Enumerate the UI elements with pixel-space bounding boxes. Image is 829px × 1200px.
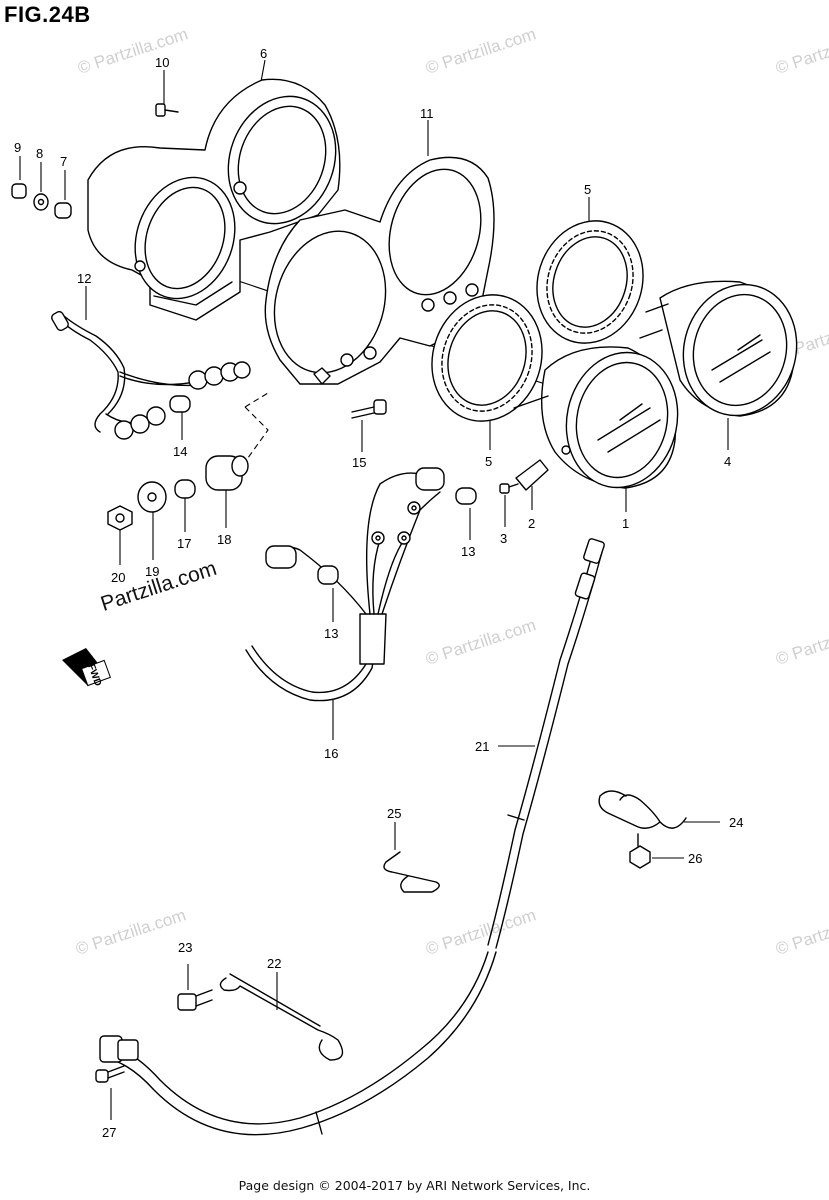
watermark: © Partzilla.com — [423, 905, 538, 958]
callout-16: 16 — [324, 746, 338, 761]
callout-3: 3 — [500, 531, 507, 546]
meter-case-upper — [87, 78, 341, 321]
callout-6: 6 — [260, 46, 267, 61]
callout-18: 18 — [217, 532, 231, 547]
bolt-part-23 — [177, 989, 213, 1011]
callout-21: 21 — [475, 739, 489, 754]
watermark: © Partzilla.com — [773, 24, 829, 77]
meter-ring-left — [431, 294, 543, 422]
callout-17: 17 — [177, 536, 191, 551]
fwd-arrow: FWD — [62, 648, 111, 688]
nut-part-20 — [107, 505, 133, 531]
speedometer-cable-part-21 — [99, 538, 605, 1136]
watermark: © Partzilla.com — [423, 615, 538, 668]
wiring-harness-part-16 — [245, 467, 477, 702]
callout-19: 19 — [145, 564, 159, 579]
callout-9: 9 — [14, 140, 21, 155]
callout-24: 24 — [729, 815, 743, 830]
page-footer: Page design © 2004-2017 by ARI Network S… — [238, 1178, 591, 1193]
callout-25: 25 — [387, 806, 401, 821]
speedometer — [513, 346, 679, 489]
figure-title: FIG.24B — [4, 2, 91, 27]
callout-10: 10 — [155, 55, 169, 70]
socket-part-18 — [205, 455, 249, 491]
watermark: © Partzilla.com — [773, 615, 829, 668]
clamp-part-22 — [219, 973, 344, 1061]
nut-part-9 — [11, 183, 27, 199]
callout-26: 26 — [688, 851, 702, 866]
callout-11: 11 — [420, 106, 434, 121]
clip-part-25 — [383, 851, 440, 893]
callout-14: 14 — [173, 444, 187, 459]
screw-part-3 — [499, 483, 519, 494]
tachometer — [639, 280, 798, 417]
spring-clamp-part-24 — [598, 790, 687, 829]
socket-harness-part-12 — [51, 310, 251, 440]
callout-numbers: 1 2 3 4 5 5 6 7 8 9 10 11 12 13 13 14 15… — [14, 46, 743, 1140]
bulb-part-17 — [174, 479, 196, 499]
callout-5: 5 — [584, 182, 591, 197]
bulb-part-14 — [169, 395, 191, 413]
watermark: © Partzilla.com — [773, 905, 829, 958]
washer-part-8 — [33, 193, 49, 211]
callout-13: 13 — [461, 544, 475, 559]
watermark: © Partzilla.com — [423, 24, 538, 77]
grommet-part-2 — [515, 459, 549, 491]
bulb-part-13 — [317, 487, 477, 585]
washer-part-19 — [137, 481, 167, 513]
callout-20: 20 — [111, 570, 125, 585]
callout-1: 1 — [622, 516, 629, 531]
callout-7: 7 — [60, 154, 67, 169]
callout-4: 4 — [724, 454, 731, 469]
screw-part-27 — [95, 1065, 125, 1083]
callout-22: 22 — [267, 956, 281, 971]
callout-8: 8 — [36, 146, 43, 161]
meter-cover-plate — [264, 156, 495, 385]
cushion-part-7 — [54, 202, 72, 219]
watermark: © Partzilla.com — [75, 24, 190, 77]
callout-2: 2 — [528, 516, 535, 531]
callout-15: 15 — [352, 455, 366, 470]
callout-12: 12 — [77, 271, 91, 286]
callout-27: 27 — [102, 1125, 116, 1140]
meter-ring-right — [536, 220, 644, 344]
bolt-part-26 — [629, 833, 651, 869]
screw-part-15 — [351, 399, 387, 419]
watermark: © Partzilla.com — [73, 905, 188, 958]
callout-23: 23 — [178, 940, 192, 955]
socket — [114, 361, 251, 440]
callout-5: 5 — [485, 454, 492, 469]
callout-13: 13 — [324, 626, 338, 641]
screw-part-10 — [155, 103, 179, 117]
